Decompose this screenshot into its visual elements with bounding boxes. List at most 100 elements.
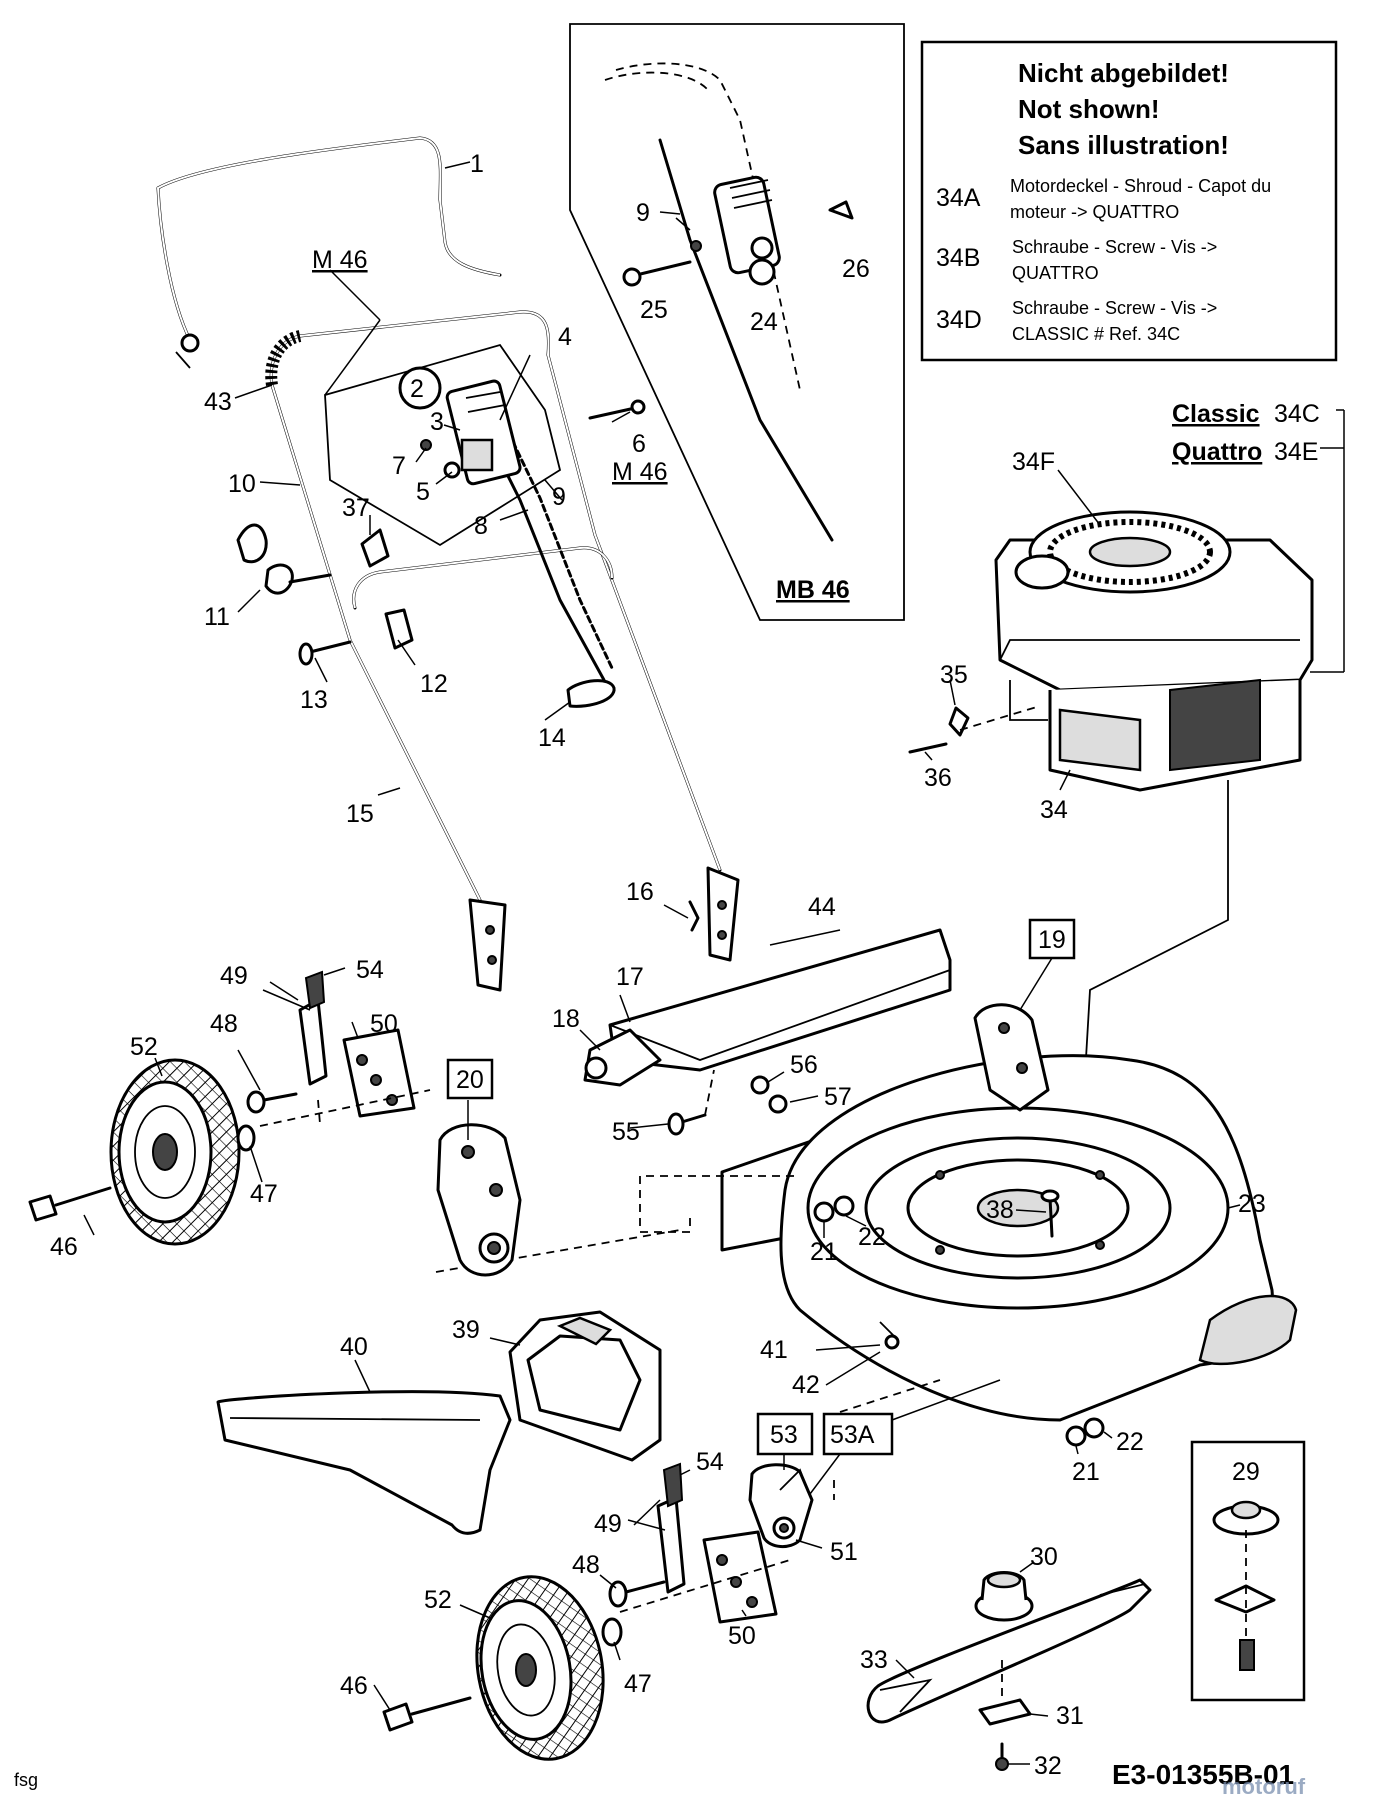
mower-deck: 38 21 22 23 41 42 21 22 — [435, 1003, 1298, 1486]
rear-wheel-upper: 46 47 48 49 54 50 52 — [28, 956, 431, 1261]
label-11: 11 — [204, 603, 230, 631]
label-22-lower: 22 — [1116, 1428, 1144, 1456]
label-circled-2: 2 — [410, 375, 424, 403]
label-25: 25 — [640, 296, 668, 324]
label-15: 15 — [346, 800, 374, 828]
label-31: 31 — [1056, 1702, 1084, 1730]
label-9-inset: 9 — [636, 199, 650, 227]
label-6: 6 — [632, 430, 646, 458]
label-9: 9 — [552, 483, 566, 511]
note-code-34b: 34B — [936, 244, 980, 272]
note-code-34a: 34A — [936, 184, 981, 212]
note-desc-34b-line1: Schraube - Screw - Vis -> — [1012, 237, 1217, 257]
label-48-upper: 48 — [210, 1010, 238, 1038]
variant-quattro-label: Quattro — [1172, 438, 1262, 466]
label-4: 4 — [558, 323, 572, 351]
label-48-lower: 48 — [572, 1551, 600, 1579]
boxed-ref-29: 29 — [1232, 1458, 1260, 1486]
note-desc-34d-line2: CLASSIC # Ref. 34C — [1012, 324, 1180, 344]
upper-handle-bar: 1 — [156, 136, 502, 369]
cable-9-inset — [658, 138, 834, 542]
label-46-lower: 46 — [340, 1672, 368, 1700]
bracket-20 — [436, 1100, 522, 1277]
circled-ref-2 — [398, 366, 442, 410]
note-title-fr: Sans illustration! — [1018, 130, 1229, 160]
label-18: 18 — [552, 1005, 580, 1033]
label-39: 39 — [452, 1316, 480, 1344]
knob-11-icon — [236, 523, 332, 595]
label-56: 56 — [790, 1051, 818, 1079]
label-52-lower: 52 — [424, 1586, 452, 1614]
label-51: 51 — [830, 1538, 858, 1566]
label-30: 30 — [1030, 1543, 1058, 1571]
inset-label: MB 46 — [776, 576, 850, 604]
label-14: 14 — [538, 724, 566, 752]
grass-bag: 39 40 — [216, 1310, 662, 1535]
blade-assembly: 30 31 32 33 — [860, 1543, 1152, 1780]
label-13: 13 — [300, 686, 328, 714]
label-57: 57 — [824, 1083, 852, 1111]
not-shown-note-box: Nicht abgebildet! Not shown! Sans illust… — [920, 40, 1338, 362]
boxed-ref-53: 53 — [770, 1421, 798, 1449]
label-21-lower: 21 — [1072, 1458, 1100, 1486]
label-50-lower: 50 — [728, 1622, 756, 1650]
label-5: 5 — [416, 478, 430, 506]
footer: fsg E3-01355B-01 motoruf — [14, 1759, 1306, 1799]
handle-frame: M 46 M 46 2 — [204, 246, 740, 992]
boxed-ref-53a: 53A — [830, 1421, 875, 1449]
label-24: 24 — [750, 308, 778, 336]
variant-classic-code: 34C — [1274, 400, 1320, 428]
label-16: 16 — [626, 878, 654, 906]
label-1: 1 — [470, 150, 484, 178]
switch-box-icon — [445, 379, 522, 486]
label-12: 12 — [420, 670, 448, 698]
label-54-lower: 54 — [696, 1448, 724, 1476]
note-desc-34a-line1: Motordeckel - Shroud - Capot du — [1010, 176, 1271, 196]
variant-quattro-code: 34E — [1274, 438, 1318, 466]
watermark: motoruf — [1222, 1774, 1306, 1799]
label-8: 8 — [474, 512, 488, 540]
label-3: 3 — [430, 408, 444, 436]
label-35: 35 — [940, 661, 968, 689]
label-52-upper: 52 — [130, 1033, 158, 1061]
label-41: 41 — [760, 1336, 788, 1364]
label-43: 43 — [204, 388, 232, 416]
label-m46-top: M 46 — [312, 246, 368, 274]
label-37: 37 — [342, 494, 370, 522]
boxed-refs: 19 20 53 53A 29 — [446, 918, 1260, 1495]
rear-flap: 44 17 18 55 56 57 — [552, 893, 952, 1146]
label-40: 40 — [340, 1333, 368, 1361]
label-50-upper: 50 — [370, 1010, 398, 1038]
label-22-upper: 22 — [858, 1223, 886, 1251]
label-21-upper: 21 — [810, 1238, 838, 1266]
label-55: 55 — [612, 1118, 640, 1146]
label-10: 10 — [228, 470, 256, 498]
note-title-en: Not shown! — [1018, 94, 1160, 124]
label-m46-side: M 46 — [612, 458, 668, 486]
box-29-assembly — [1190, 1440, 1306, 1702]
drawing-code: E3-01355B-01 — [1112, 1759, 1294, 1790]
variant-classic-label: Classic — [1172, 400, 1260, 428]
label-49-upper: 49 — [220, 962, 248, 990]
label-34: 34 — [1040, 796, 1068, 824]
label-26: 26 — [842, 255, 870, 283]
nut-26-icon — [828, 200, 854, 220]
label-47-lower: 47 — [624, 1670, 652, 1698]
footer-initials: fsg — [14, 1770, 38, 1790]
boxed-ref-20: 20 — [456, 1066, 484, 1094]
note-title-de: Nicht abgebildet! — [1018, 58, 1229, 88]
label-44: 44 — [808, 893, 836, 921]
label-47-upper: 47 — [250, 1180, 278, 1208]
label-49-lower: 49 — [594, 1510, 622, 1538]
label-38: 38 — [986, 1196, 1014, 1224]
label-42: 42 — [792, 1371, 820, 1399]
label-32: 32 — [1034, 1752, 1062, 1780]
label-17: 17 — [616, 963, 644, 991]
engine-assembly: 34F 35 36 34 Classic 34C Quattro 34E — [908, 400, 1345, 1161]
note-desc-34a-line2: moteur -> QUATTRO — [1010, 202, 1179, 222]
label-46-upper: 46 — [50, 1233, 78, 1261]
label-36: 36 — [924, 764, 952, 792]
label-23: 23 — [1238, 1190, 1266, 1218]
label-33: 33 — [860, 1646, 888, 1674]
